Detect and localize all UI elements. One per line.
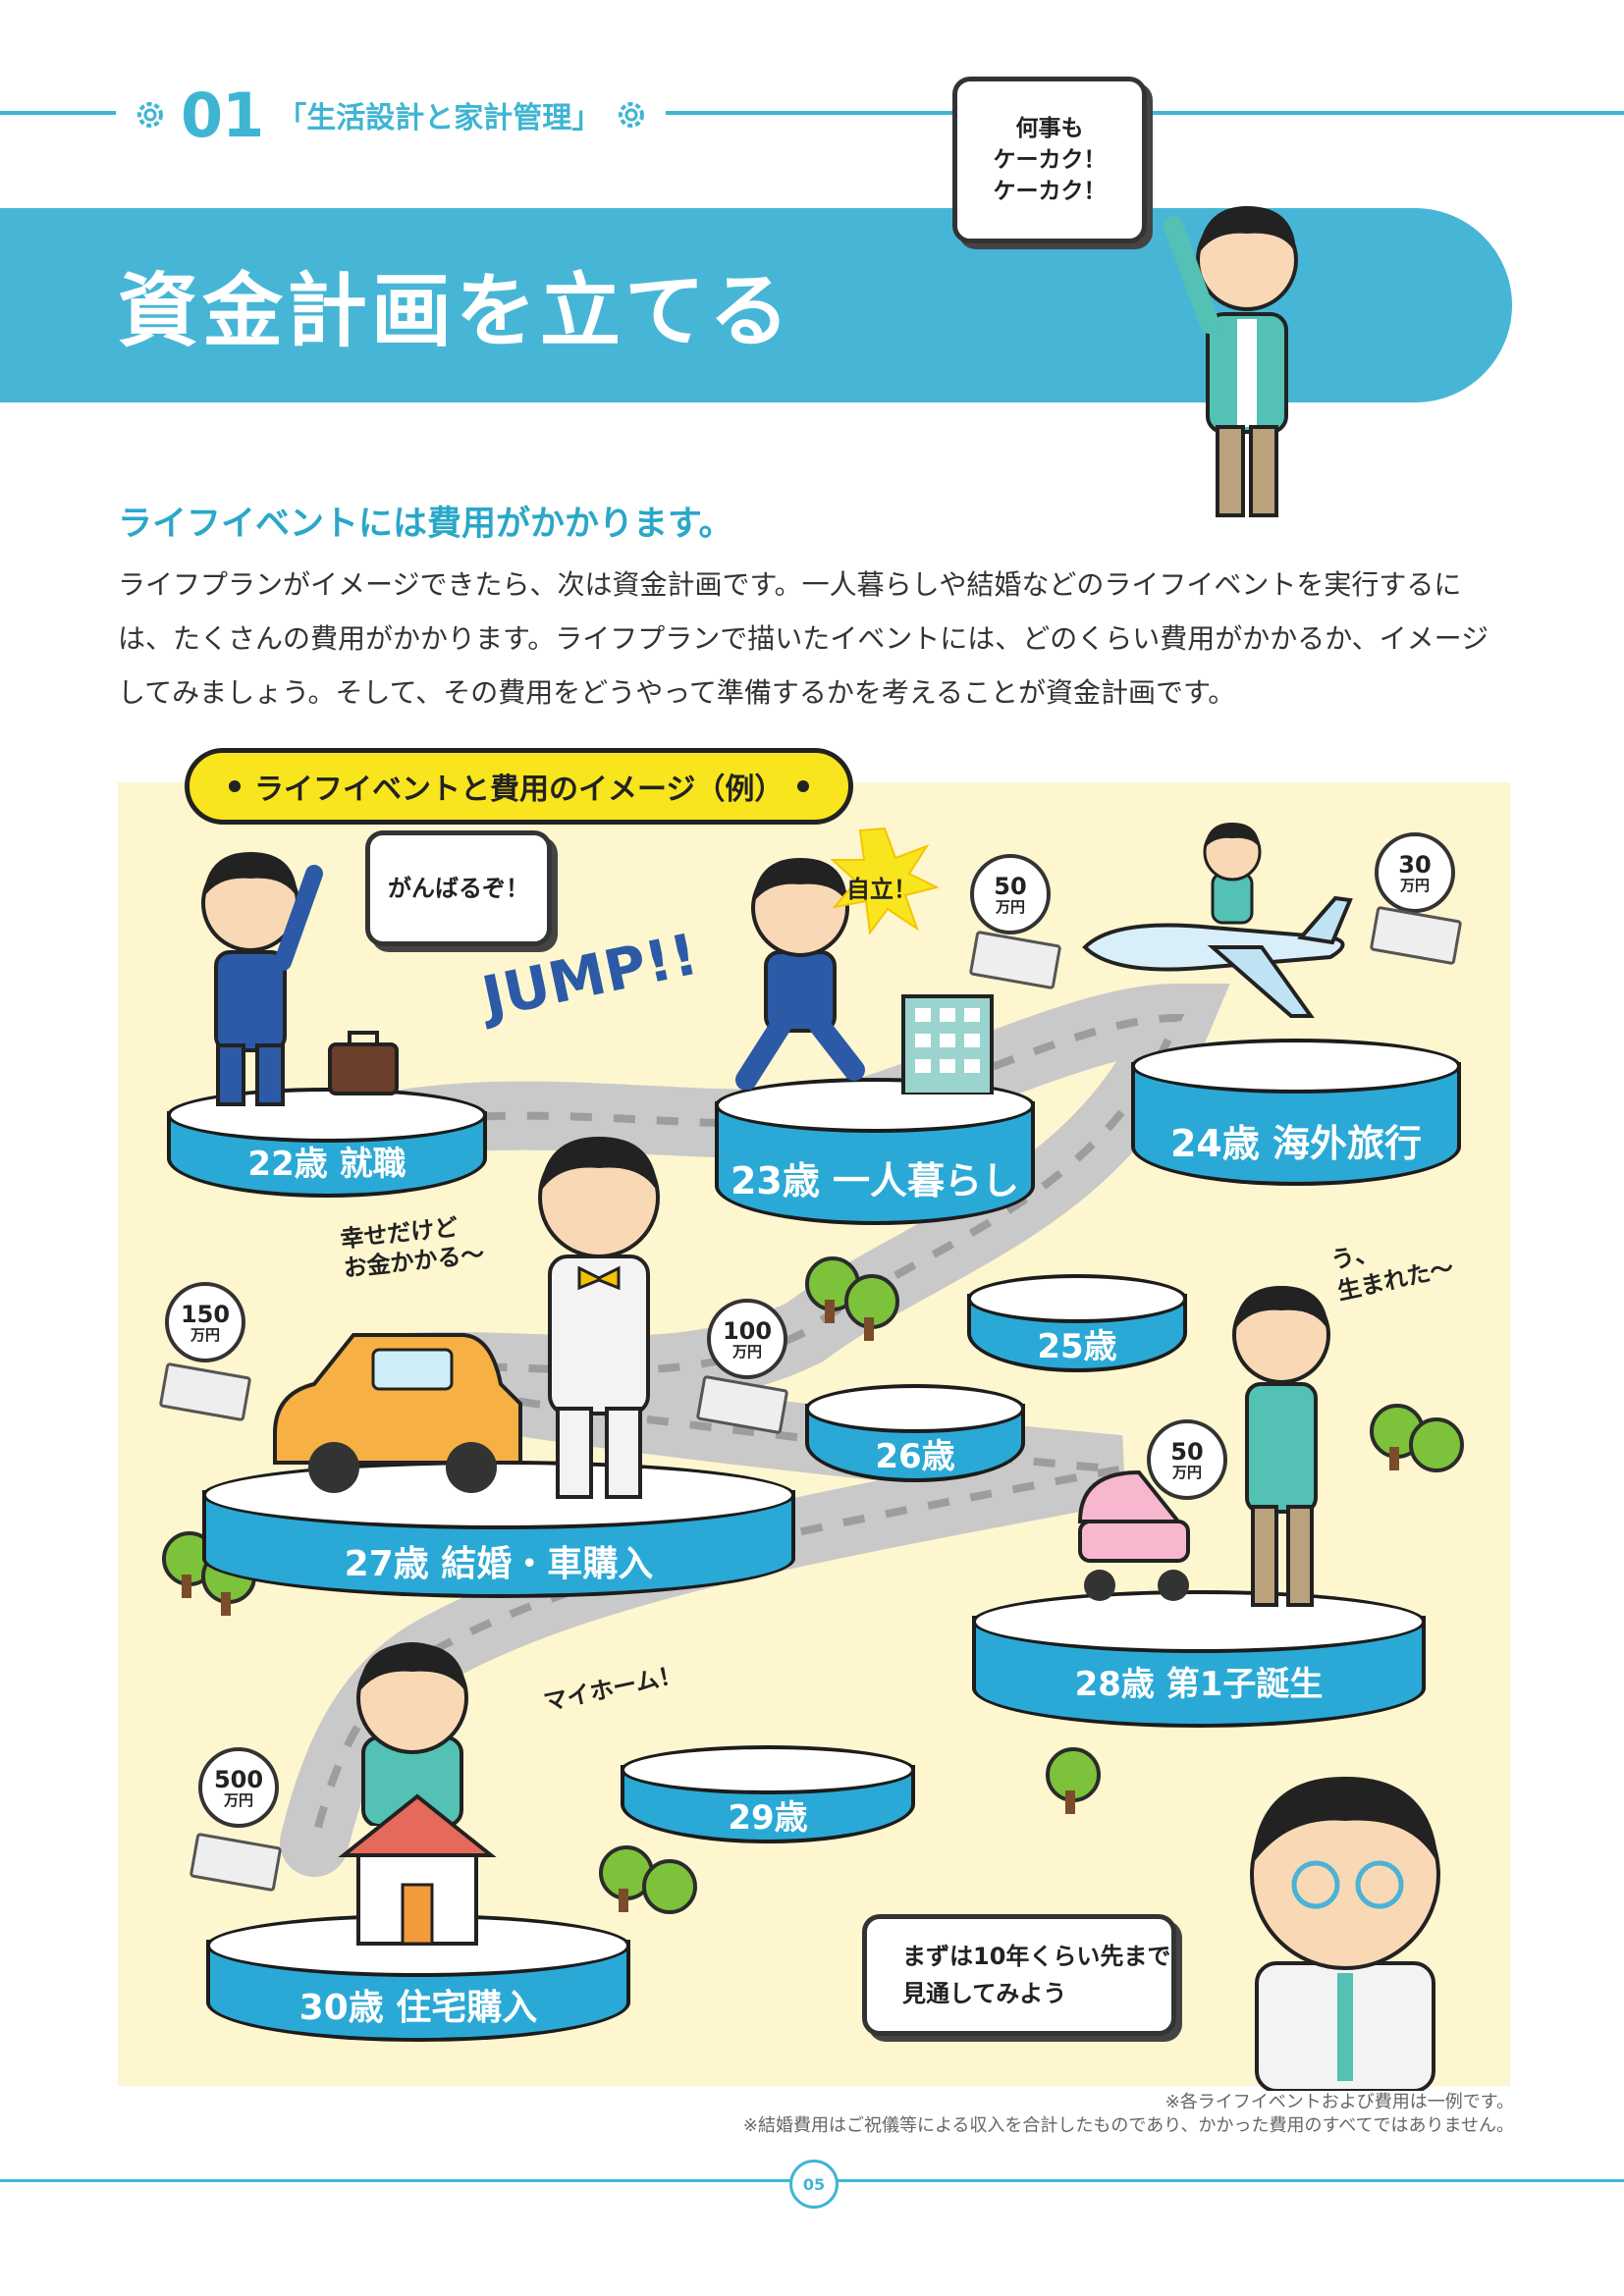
platform-label: 25歳 bbox=[1037, 1327, 1117, 1366]
chapter-title: 「生活設計と家計管理」 bbox=[277, 101, 602, 135]
chapter-header: 01 「生活設計と家計管理」 bbox=[116, 77, 667, 153]
money-badge: 50 万円 bbox=[970, 854, 1051, 934]
gear-icon bbox=[137, 102, 163, 128]
platform-25: 25歳 bbox=[967, 1274, 1187, 1372]
speech-jiritsu: 自立！ bbox=[846, 876, 917, 903]
dot-icon bbox=[797, 780, 810, 792]
character-pointing bbox=[1164, 206, 1298, 517]
stroller-icon bbox=[1077, 1469, 1190, 1601]
platform-22: 22歳 就職 bbox=[167, 1088, 487, 1198]
platform-label: 22歳 就職 bbox=[247, 1145, 406, 1184]
footnotes: ※各ライフイベントおよび費用は一例です。 ※結婚費用はご祝儀等による収入を合計し… bbox=[743, 2091, 1514, 2138]
money-badge: 50 万円 bbox=[1147, 1419, 1227, 1500]
header-rule bbox=[0, 111, 1624, 115]
illustration-label-text: ライフイベントと費用のイメージ（例） bbox=[254, 773, 785, 807]
speech-bubble-top: 何事も ケーカク！ ケーカク！ bbox=[952, 77, 1147, 243]
platform-label: 26歳 bbox=[875, 1437, 955, 1476]
briefcase-icon bbox=[328, 1031, 399, 1095]
character-running-23 bbox=[735, 858, 865, 1090]
page-title: 資金計画を立てる bbox=[118, 265, 794, 358]
platform-26: 26歳 bbox=[805, 1384, 1025, 1482]
platform-23: 23歳 一人暮らし bbox=[715, 1078, 1035, 1225]
character-flying-24 bbox=[1203, 823, 1262, 925]
airplane-icon bbox=[1082, 895, 1353, 1018]
platform-label: 27歳 結婚・車購入 bbox=[344, 1544, 654, 1584]
dot-icon bbox=[229, 780, 241, 792]
platform-27: 27歳 結婚・車購入 bbox=[202, 1461, 795, 1598]
speech-ganbaru: がんばるぞ！ bbox=[365, 830, 552, 946]
character-thinking-30 bbox=[356, 1642, 468, 1826]
starburst-icon bbox=[831, 827, 939, 934]
illustration-label: ライフイベントと費用のイメージ（例） bbox=[185, 748, 854, 825]
money-badge: 150 万円 bbox=[165, 1282, 245, 1362]
platform-label: 23歳 一人暮らし bbox=[730, 1159, 1020, 1202]
money-badge: 100 万円 bbox=[707, 1299, 787, 1379]
character-suit-22 bbox=[201, 852, 323, 1106]
platform-label: 29歳 bbox=[728, 1798, 808, 1838]
footnote: ※結婚費用はご祝儀等による収入を合計したものであり、かかった費用のすべてではあり… bbox=[742, 2115, 1514, 2136]
footnote: ※各ライフイベントおよび費用は一例です。 bbox=[1164, 2092, 1514, 2112]
page-number: 05 bbox=[789, 2160, 839, 2209]
section-paragraph: ライフプランがイメージできたら、次は資金計画です。一人暮らしや結婚などのライフイ… bbox=[118, 568, 1489, 709]
bubble-line: ケーカク！ bbox=[993, 179, 1107, 204]
money-badge: 500 万円 bbox=[198, 1747, 279, 1828]
character-father-28 bbox=[1232, 1286, 1330, 1607]
bubble-line: ケーカク！ bbox=[993, 147, 1107, 173]
bubble-line: 何事も bbox=[1015, 116, 1084, 141]
chapter-number: 01 bbox=[181, 79, 264, 151]
house-icon bbox=[338, 1793, 497, 1946]
gear-icon bbox=[619, 102, 645, 128]
platform-label: 28歳 第1子誕生 bbox=[1074, 1665, 1324, 1704]
character-advisor bbox=[1250, 1777, 1440, 2091]
apartment-icon bbox=[901, 994, 994, 1095]
platform-28: 28歳 第1子誕生 bbox=[972, 1590, 1426, 1728]
speech-advice: まずは10年くらい先まで 見通してみよう bbox=[862, 1914, 1176, 2036]
character-groom-27 bbox=[538, 1137, 660, 1499]
money-badge: 30 万円 bbox=[1375, 832, 1455, 913]
platform-29: 29歳 bbox=[621, 1745, 915, 1843]
section-heading: ライフイベントには費用がかかります。 bbox=[118, 505, 733, 544]
platform-label: 30歳 住宅購入 bbox=[298, 1988, 538, 2028]
platform-label: 24歳 海外旅行 bbox=[1169, 1122, 1423, 1165]
platform-24: 24歳 海外旅行 bbox=[1131, 1039, 1461, 1186]
car-icon bbox=[273, 1333, 522, 1493]
